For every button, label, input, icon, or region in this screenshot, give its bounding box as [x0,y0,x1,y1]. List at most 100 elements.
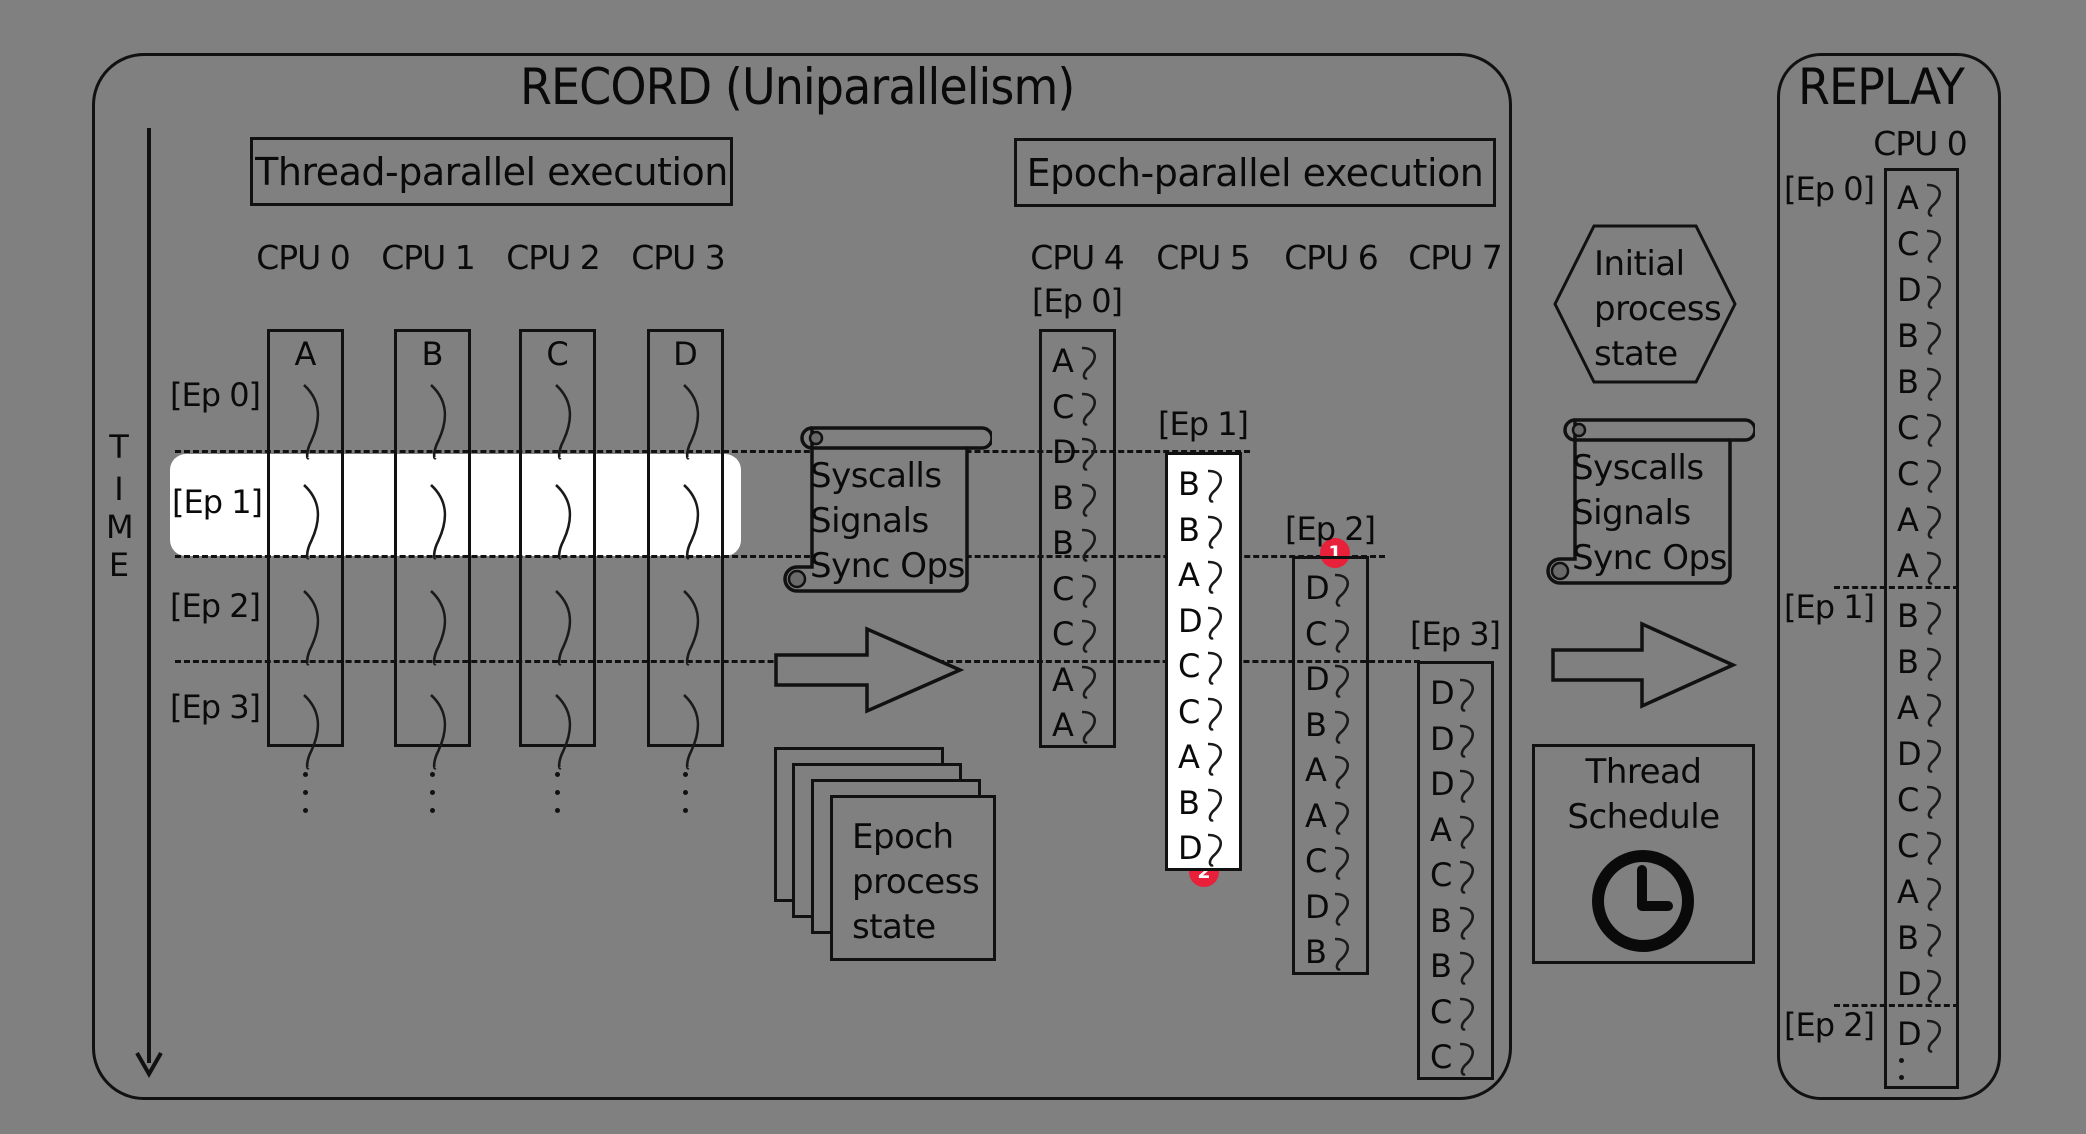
thread-execution-squiggle-icon [1334,619,1349,653]
schedule-item: B [1168,509,1239,555]
schedule-item: A [1295,795,1366,841]
thread-execution-squiggle-icon [1459,906,1474,940]
thread-execution-squiggle-icon [303,590,320,666]
schedule-item: C [1295,613,1366,659]
time-axis-arrowhead-icon [135,1052,163,1078]
thread-letter: B [1897,317,1919,355]
epoch-label: [Ep 2] [170,587,261,625]
thread-execution-squiggle-icon [555,384,572,460]
replay-schedule-item: C [1887,223,1956,269]
replay-schedule-item: C [1887,453,1956,499]
schedule-item: D [1420,763,1491,809]
thread-execution-squiggle-icon [1926,367,1941,401]
thread-letter: D [1897,735,1922,773]
replay-panel [1777,53,2001,1100]
log-line-syscalls: Syscalls [1572,448,1704,488]
thread-letter: B [1178,783,1200,822]
thread-letter: C [1178,692,1201,731]
thread-execution-squiggle-icon [1081,619,1096,653]
thread-letter: B [1897,597,1919,635]
replay-schedule-item: A [1887,499,1956,545]
thread-execution-squiggle-icon [683,694,700,770]
thread-execution-squiggle-icon [1459,815,1474,849]
schedule-item: D [1295,658,1366,704]
thread-execution-squiggle-icon [1459,860,1474,894]
thread-execution-squiggle-icon [1926,505,1941,539]
continuation-dots [555,772,561,826]
thread-letter: A [1052,660,1074,699]
thread-execution-squiggle-icon [1926,275,1941,309]
thread-letter: C [1430,1038,1453,1076]
replay-schedule-item: B [1887,917,1956,963]
thread-letter: C [1897,225,1920,263]
schedule-item: C [1168,691,1239,737]
schedule-item: B [1042,477,1113,523]
thread-execution-squiggle-icon [303,694,320,770]
epoch-1-highlight-band [170,454,741,556]
epoch-state-text: Epoch process state [852,815,980,950]
thread-execution-squiggle-icon [683,590,700,666]
log-line-signals: Signals [1572,493,1691,533]
thread-execution-squiggle-icon [1081,710,1096,744]
replay-schedule-item: C [1887,779,1956,825]
thread-letter: A [1178,556,1200,594]
thread-execution-squiggle-icon [1207,606,1222,640]
schedule-item: D [1168,827,1239,873]
schedule-item: A [1168,554,1239,600]
thread-execution-squiggle-icon [1334,937,1349,971]
thread-execution-squiggle-icon [430,694,447,770]
thread-name: A [294,335,317,373]
log-scroll-text: Syscalls Signals Sync Ops [1572,446,1727,581]
time-axis-line [147,128,151,1063]
thread-execution-squiggle-icon [555,694,572,770]
thread-execution-squiggle-icon [430,590,447,666]
thread-execution-squiggle-icon [1081,528,1096,562]
thread-execution-squiggle-icon [430,384,447,460]
thread-execution-squiggle-icon [1459,724,1474,758]
time-letter: M [106,508,134,546]
time-letter: E [108,546,130,584]
thread-schedule-line: Thread [1585,752,1702,792]
schedule-item: B [1420,945,1491,991]
epoch-state-line: process [852,862,980,902]
thread-column [647,329,724,747]
thread-execution-squiggle-icon [1334,846,1349,880]
thread-execution-squiggle-icon [1459,951,1474,985]
thread-letter: D [1897,965,1922,1003]
thread-execution-squiggle-icon [683,484,700,560]
thread-letter: B [1052,478,1074,517]
replay-epoch-boundary [1834,1004,1959,1007]
thread-execution-squiggle-icon [555,590,572,666]
thread-letter: D [1052,433,1077,471]
thread-letter: A [1897,689,1919,727]
schedule-item: C [1168,645,1239,691]
replay-schedule-item: D [1887,269,1956,315]
thread-letter: A [1430,810,1452,849]
thread-letter: C [1430,856,1453,894]
thread-letter: A [1052,706,1074,744]
thread-execution-squiggle-icon [1926,413,1941,447]
thread-execution-squiggle-icon [1334,755,1349,789]
cpu-label: CPU 1 [381,238,476,277]
schedule-item: D [1295,886,1366,932]
schedule-item: C [1420,991,1491,1037]
thread-execution-squiggle-icon [1207,788,1222,822]
continuation-dots [303,772,309,826]
thread-letter: D [1430,765,1455,803]
epoch-label: [Ep 0] [170,376,261,414]
log-scroll-icon [1546,418,1755,585]
replay-cpu-label: CPU 0 [1873,124,1968,163]
thread-execution-squiggle-icon [1081,346,1096,380]
schedule-item: C [1042,613,1113,659]
initial-state-line: Initial [1594,244,1685,284]
record-title: RECORD (Uniparallelism) [520,58,1075,116]
epoch-label: [Ep 2] [1285,510,1376,548]
schedule-item: B [1168,782,1239,828]
right-arrow-icon [1551,621,1738,709]
thread-execution-squiggle-icon [1926,229,1941,263]
thread-execution-squiggle-icon [1926,877,1941,911]
schedule-item: D [1042,431,1113,477]
